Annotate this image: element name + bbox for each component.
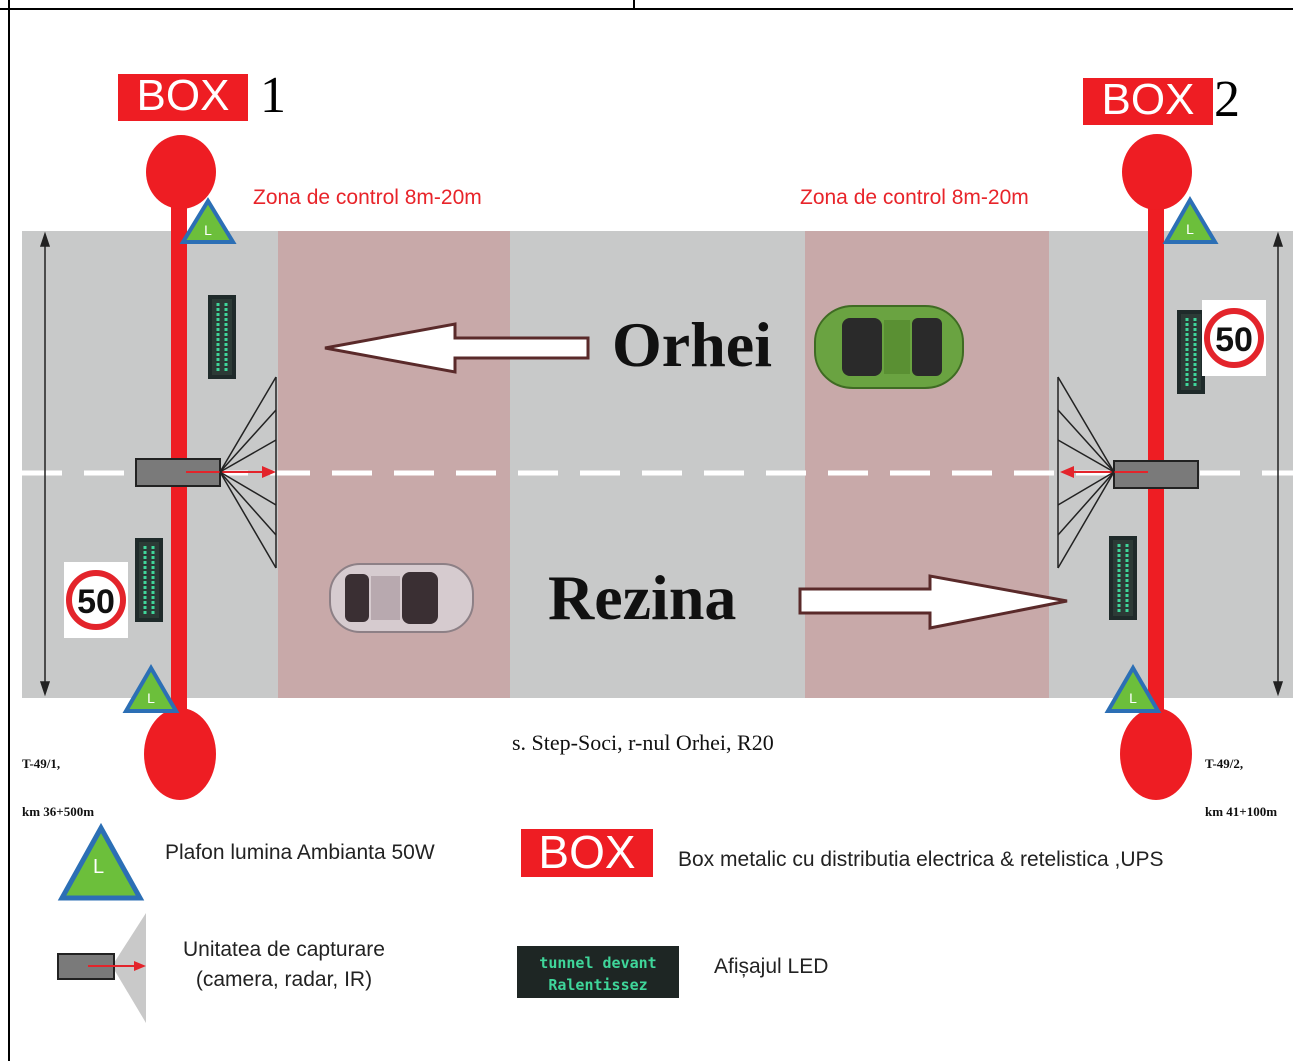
control-zone-right-label: Zona de control 8m-20m xyxy=(800,186,1029,209)
legend-led-line2: Ralentissez xyxy=(548,976,647,994)
led-display-right-bottom xyxy=(1107,534,1139,622)
km-left-line1: T-49/1, xyxy=(22,755,61,771)
led-display-left-bottom xyxy=(133,536,165,624)
legend-capture-text: Unitatea de capturare (camera, radar, IR… xyxy=(183,935,385,996)
legend-box-badge: BOX xyxy=(521,829,653,877)
frame-left-line xyxy=(8,0,10,1061)
legend-box-text: Box metalic cu distributia electrica & r… xyxy=(678,848,1164,871)
svg-text:L: L xyxy=(1129,690,1137,706)
road-width-dimension-left xyxy=(39,231,51,697)
led-display-left-top xyxy=(206,293,238,381)
legend-light-text: Plafon lumina Ambianta 50W xyxy=(165,841,435,864)
km-left-line2: km 36+500m xyxy=(22,804,95,820)
location-label: s. Step-Soci, r-nul Orhei, R20 xyxy=(512,730,774,755)
capture-unit-right xyxy=(1057,376,1199,569)
svg-text:L: L xyxy=(147,690,155,706)
light-triangle-left-bottom: L xyxy=(122,664,180,713)
legend-capture-unit-icon xyxy=(57,913,146,1023)
legend-light-icon-letter: L xyxy=(93,856,105,878)
svg-text:L: L xyxy=(1186,221,1194,237)
legend-led-display-icon: tunnel devant Ralentissez xyxy=(517,946,679,998)
light-triangle-right-top: L xyxy=(1162,196,1219,244)
frame-top-divider xyxy=(633,0,635,9)
speed-sign-right xyxy=(1202,300,1266,376)
pole-right-bottom-disc xyxy=(1120,708,1192,800)
svg-text:L: L xyxy=(204,222,212,238)
legend-led-text: Afișajul LED xyxy=(714,955,829,978)
km-marker-right: T-49/2, km 41+100m xyxy=(1205,723,1277,837)
light-triangle-left-top: L xyxy=(179,197,237,244)
box-1-label: BOX xyxy=(118,74,248,121)
control-zone-right xyxy=(805,231,1049,698)
frame-top-line xyxy=(0,8,1293,10)
road-width-dimension-right xyxy=(1272,231,1284,697)
car-green xyxy=(814,305,964,389)
direction-rezina-label: Rezina xyxy=(548,562,737,633)
km-marker-left: T-49/1, km 36+500m xyxy=(22,723,94,837)
legend-light-triangle-icon xyxy=(57,822,145,901)
legend-led-line1: tunnel devant xyxy=(539,954,656,972)
box-2-number: 2 xyxy=(1214,71,1240,128)
capture-unit-left xyxy=(135,376,277,569)
pole-left-top-disc xyxy=(146,135,216,209)
arrow-right-rezina xyxy=(798,574,1068,630)
box-1-number: 1 xyxy=(260,67,286,124)
led-display-right-top xyxy=(1175,308,1207,396)
pole-left-bottom-disc xyxy=(144,708,216,800)
legend-capture-line1: Unitatea de capturare xyxy=(183,938,385,961)
box-2-label: BOX xyxy=(1083,78,1213,125)
legend-capture-line2: (camera, radar, IR) xyxy=(195,968,373,992)
direction-orhei-label: Orhei xyxy=(612,309,772,380)
car-silver xyxy=(329,563,474,633)
arrow-left-orhei xyxy=(324,322,590,374)
km-right-line2: km 41+100m xyxy=(1205,804,1278,820)
pole-right-top-disc xyxy=(1122,134,1192,210)
control-zone-left-label: Zona de control 8m-20m xyxy=(253,186,482,209)
light-triangle-right-bottom: L xyxy=(1104,664,1162,713)
km-right-line1: T-49/2, xyxy=(1205,755,1244,771)
speed-sign-left xyxy=(64,562,128,638)
